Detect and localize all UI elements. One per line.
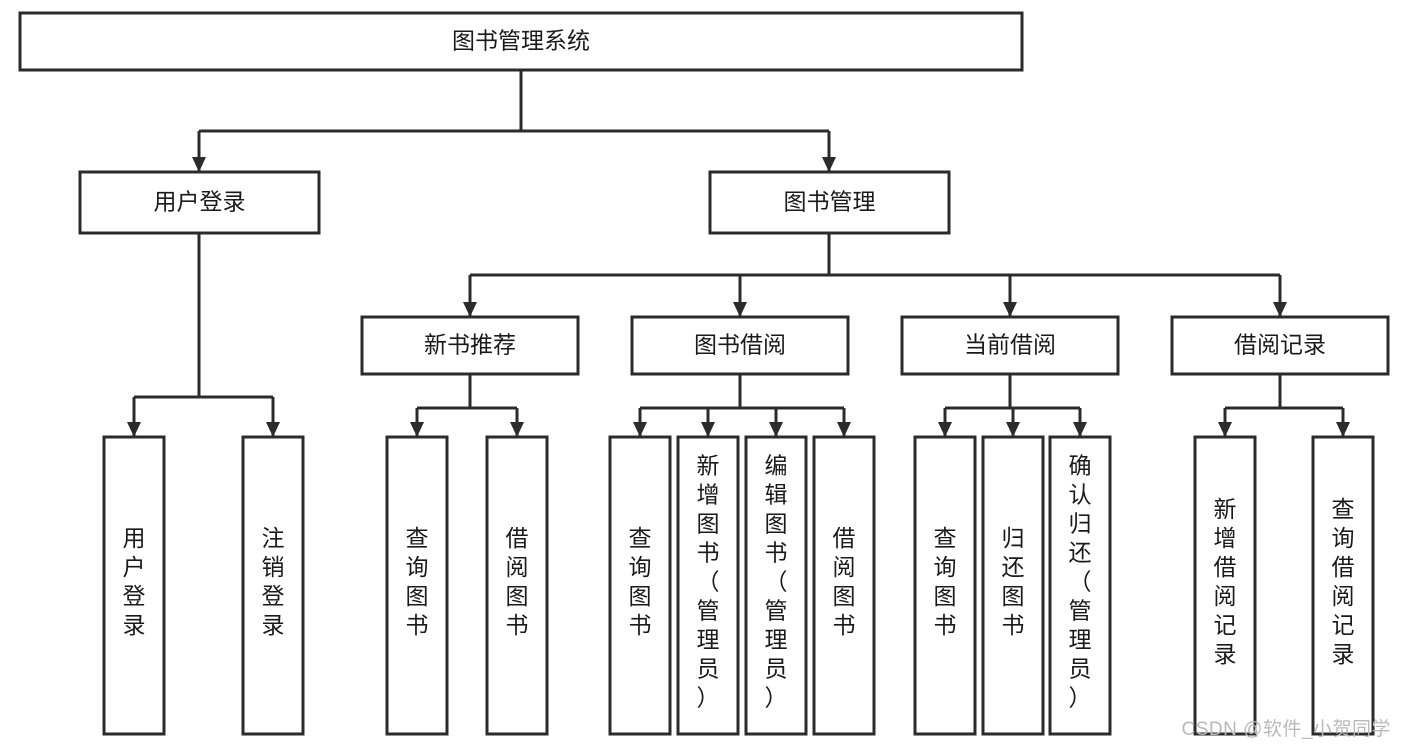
node-box [1311,435,1375,736]
arrow-head-icon [822,157,836,172]
connector-bookborrow-to-leaves [633,374,851,437]
node-label: 图书管理 [784,189,876,215]
node-root-图书管理系统[interactable]: 图书管理系统 [18,11,1024,72]
arrow-head-icon [1006,422,1020,437]
arrow-head-icon [266,422,280,437]
node-label: 新增图书（管理员） [697,453,720,711]
connector-userlogin-to-leaves [127,233,280,437]
node-box [630,315,850,376]
node-label: 新增借阅记录 [1214,496,1237,667]
node-label: 注销登录 [262,525,285,638]
connector-borrowrecord-to-leaves [1218,374,1350,437]
arrow-head-icon [837,422,851,437]
node-box [1048,435,1112,736]
node-label: 借阅图书 [506,525,529,638]
node-label: 借阅记录 [1234,332,1326,358]
node-level3-新书推荐[interactable]: 新书推荐 [360,315,580,376]
node-box [1193,435,1257,736]
node-box [18,11,1024,72]
node-leaf-查询图书[interactable]: 查询图书 [608,435,672,736]
node-box [812,435,876,736]
node-level2-用户登录[interactable]: 用户登录 [78,170,321,235]
node-label: 查询借阅记录 [1332,496,1355,667]
arrow-head-icon [1003,302,1017,317]
node-label: 借阅图书 [833,525,856,638]
node-label: 查询图书 [934,525,957,638]
node-box [676,435,740,736]
node-level3-当前借阅[interactable]: 当前借阅 [900,315,1120,376]
node-leaf-查询图书[interactable]: 查询图书 [913,435,977,736]
arrow-head-icon [510,422,524,437]
node-leaf-归还图书[interactable]: 归还图书 [981,435,1045,736]
node-box [385,435,449,736]
connector-currentborrow-to-leaves [938,374,1087,437]
node-leaf-编辑图书管理员[interactable]: 编辑图书（管理员） [744,435,808,736]
node-leaf-借阅图书[interactable]: 借阅图书 [812,435,876,736]
node-label: 新书推荐 [424,332,516,358]
connector-lines-layer [127,70,1350,437]
arrow-head-icon [1218,422,1232,437]
node-box [360,315,580,376]
node-label: 查询图书 [629,525,652,638]
node-box [102,435,166,736]
node-label: 图书管理系统 [452,28,590,54]
node-box [241,435,305,736]
arrow-head-icon [1273,302,1287,317]
node-leaf-借阅图书[interactable]: 借阅图书 [485,435,549,736]
connector-root-to-level2 [192,70,836,172]
arrow-head-icon [1073,422,1087,437]
arrow-head-icon [192,157,206,172]
node-leaf-查询图书[interactable]: 查询图书 [385,435,449,736]
node-label: 用户登录 [154,189,246,215]
arrow-head-icon [463,302,477,317]
node-leaf-注销登录[interactable]: 注销登录 [241,435,305,736]
node-label: 图书借阅 [694,332,786,358]
node-leaf-用户登录[interactable]: 用户登录 [102,435,166,736]
node-leaf-确认归还管理员[interactable]: 确认归还（管理员） [1048,435,1112,736]
node-box [913,435,977,736]
arrow-head-icon [938,422,952,437]
arrow-head-icon [769,422,783,437]
node-boxes-layer: 图书管理系统用户登录图书管理新书推荐图书借阅当前借阅借阅记录用户登录注销登录查询… [18,11,1390,736]
node-label: 归还图书 [1002,525,1025,638]
node-box [485,435,549,736]
node-level3-借阅记录[interactable]: 借阅记录 [1170,315,1390,376]
node-level3-图书借阅[interactable]: 图书借阅 [630,315,850,376]
arrow-head-icon [733,302,747,317]
arrow-head-icon [410,422,424,437]
arrow-head-icon [127,422,141,437]
node-box [981,435,1045,736]
node-box [708,170,951,235]
node-box [1170,315,1390,376]
connector-bookmgmt-to-level3 [463,233,1287,317]
node-box [744,435,808,736]
node-box [900,315,1120,376]
node-box [78,170,321,235]
node-leaf-新增图书管理员[interactable]: 新增图书（管理员） [676,435,740,736]
node-leaf-查询借阅记录[interactable]: 查询借阅记录 [1311,435,1375,736]
node-label: 确认归还（管理员） [1069,453,1092,711]
csdn-watermark: CSDN @软件_小贺同学 [1181,719,1391,740]
arrow-head-icon [701,422,715,437]
connector-newbook-to-leaves [410,374,524,437]
node-label: 当前借阅 [964,332,1056,358]
node-box [608,435,672,736]
node-leaf-新增借阅记录[interactable]: 新增借阅记录 [1193,435,1257,736]
node-label: 用户登录 [123,525,146,638]
node-level2-图书管理[interactable]: 图书管理 [708,170,951,235]
arrow-head-icon [633,422,647,437]
arrow-head-icon [1336,422,1350,437]
node-label: 查询图书 [406,525,429,638]
node-label: 编辑图书（管理员） [765,453,788,711]
